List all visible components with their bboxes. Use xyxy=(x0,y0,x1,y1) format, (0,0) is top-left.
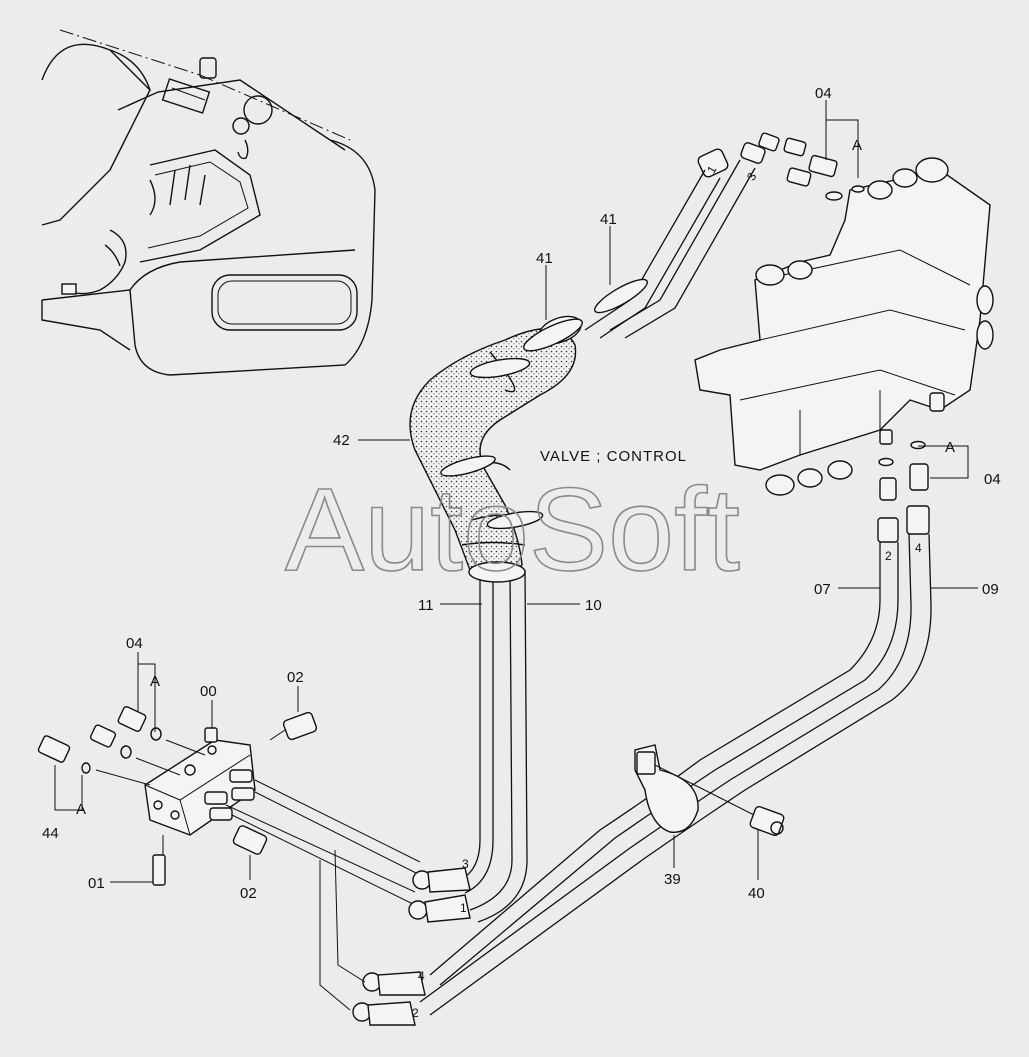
hose-mark: 3 xyxy=(744,170,760,183)
hose-mark: 4 xyxy=(418,969,425,983)
callout-label: 01 xyxy=(88,875,105,892)
callout-label: 07 xyxy=(814,581,831,598)
callout-label: 41 xyxy=(600,211,617,228)
callout-label: 04 xyxy=(815,85,832,102)
control-valve xyxy=(694,157,994,496)
callout-label: 39 xyxy=(664,871,681,888)
clamps xyxy=(440,278,648,530)
hose-mark: 4 xyxy=(915,541,922,555)
callout-ref: A xyxy=(852,137,862,154)
callout-label: 40 xyxy=(748,885,765,902)
callout-labels: 04 A 41 41 42 A 04 07 09 11 10 04 A 00 0… xyxy=(42,85,1001,902)
machine-body xyxy=(41,29,376,376)
callout-label: 41 xyxy=(536,250,553,267)
upper-fittings xyxy=(697,132,838,187)
callout-label: 09 xyxy=(982,581,999,598)
callout-ref: A xyxy=(76,801,86,818)
callout-label: 02 xyxy=(240,885,257,902)
bracket-and-bolt xyxy=(634,744,785,837)
callout-label: 04 xyxy=(126,635,143,652)
leader-lines xyxy=(54,100,978,883)
callout-label: 11 xyxy=(418,597,434,614)
hose-mark: 2 xyxy=(885,549,892,563)
callout-ref: A xyxy=(945,439,955,456)
valve-block xyxy=(37,706,421,906)
callout-label: 02 xyxy=(287,669,304,686)
callout-ref: A xyxy=(150,673,160,690)
callout-label: 10 xyxy=(585,597,602,614)
diagram-title: VALVE ; CONTROL xyxy=(540,448,687,465)
hose-mark: 1 xyxy=(460,901,467,915)
callout-label: 44 xyxy=(42,825,59,842)
lower-valve-fittings xyxy=(877,463,930,543)
hose-mark: 3 xyxy=(462,857,469,871)
hose-mark: 2 xyxy=(412,1006,419,1020)
callout-label: 42 xyxy=(333,432,350,449)
callout-label: 04 xyxy=(984,471,1001,488)
callout-label: 00 xyxy=(200,683,217,700)
watermark: AutoSoft xyxy=(285,464,740,596)
hoses-07-09 xyxy=(419,533,932,1016)
lower-elbows xyxy=(319,849,471,1026)
